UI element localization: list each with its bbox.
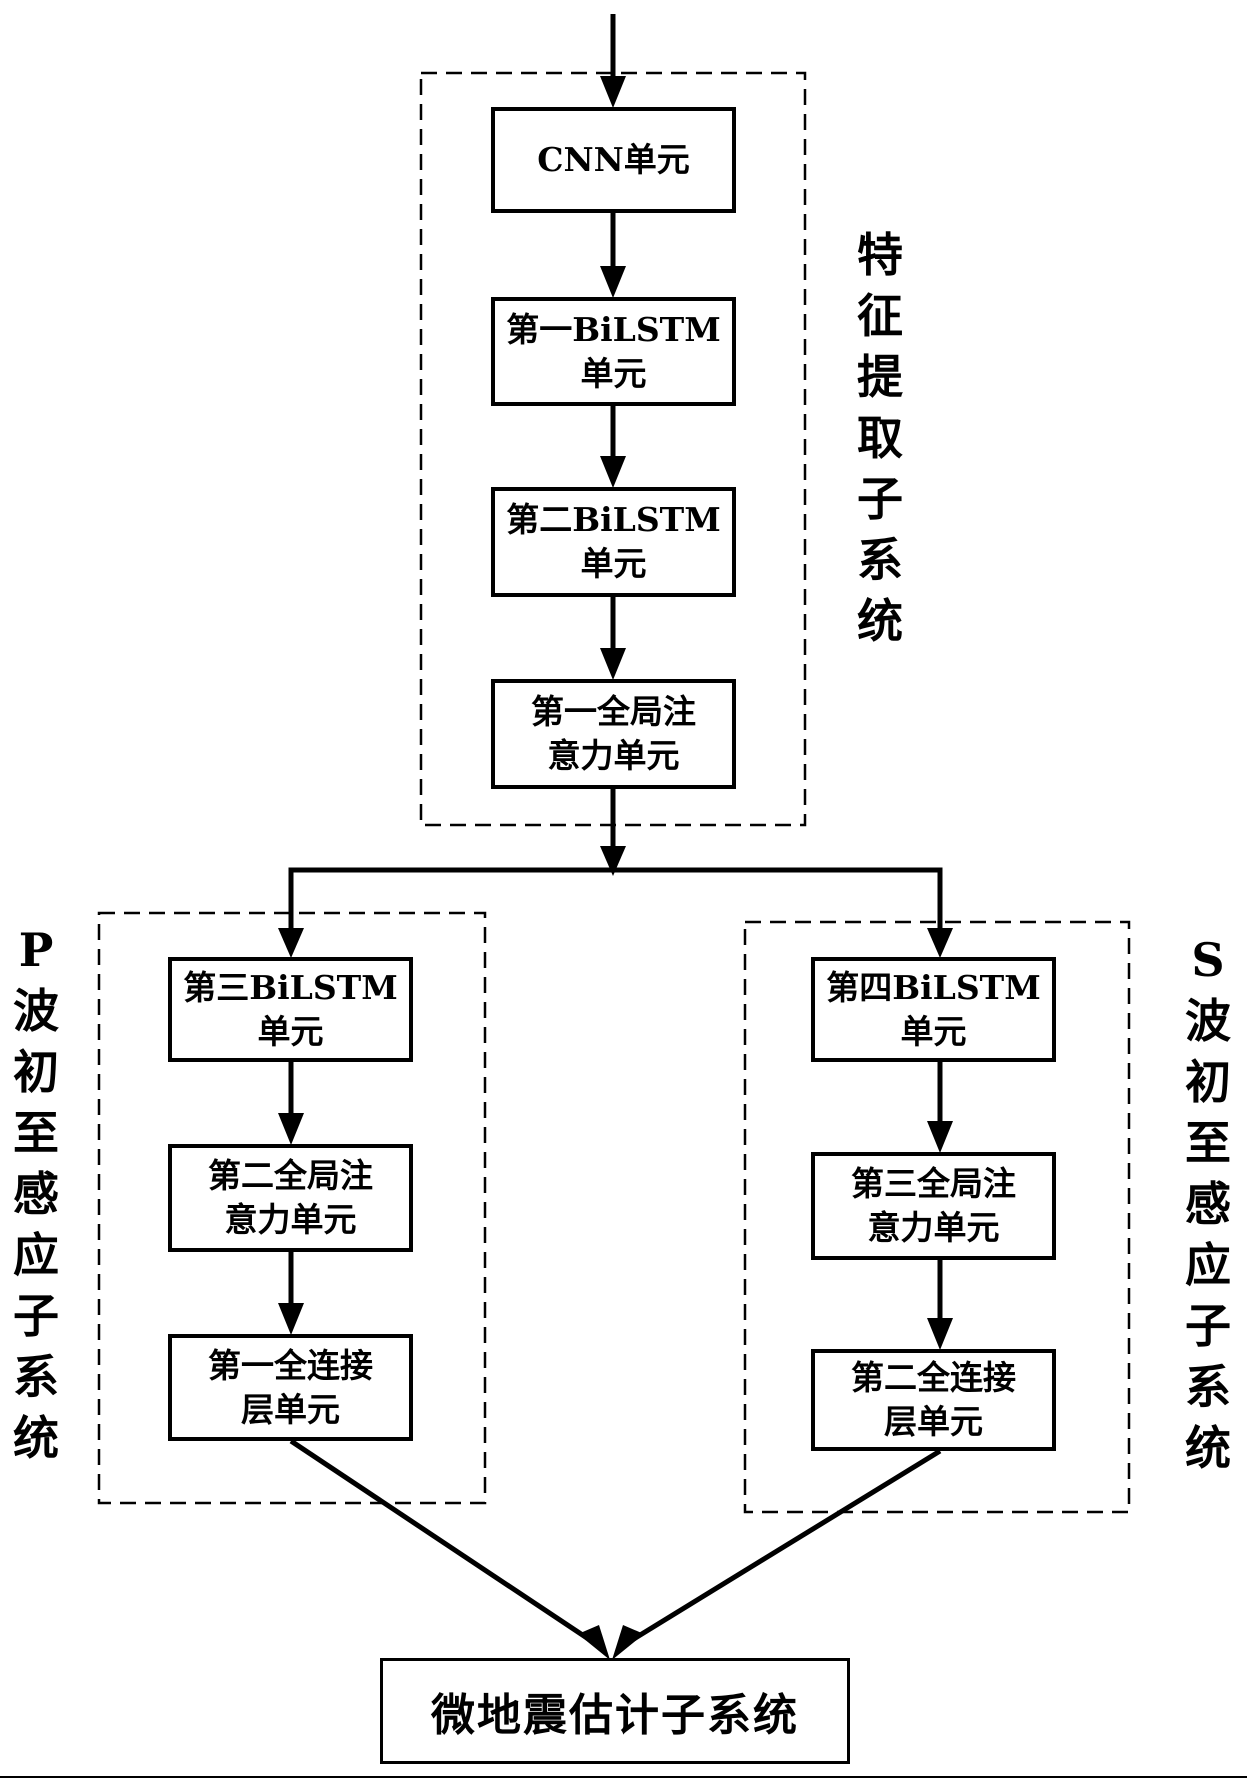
bilstm-unit-1-line-2: 单元 <box>580 353 647 393</box>
arrowhead-attention1 <box>600 648 626 680</box>
bilstm-unit-2-line-1: 第二BiLSTM <box>506 500 721 539</box>
global-attention-unit-2-line-2: 意力单元 <box>224 1200 357 1239</box>
fully-connected-unit-1: 第一全连接 层单元 <box>168 1334 413 1441</box>
bilstm-unit-2-line-2: 单元 <box>580 544 647 583</box>
global-attention-unit-3: 第三全局注 意力单元 <box>811 1152 1056 1260</box>
global-attention-unit-2-line-1: 第二全局注 <box>208 1156 373 1195</box>
fully-connected-unit-2-line-2: 层单元 <box>884 1402 983 1441</box>
s-to-output-line <box>630 1448 942 1643</box>
bilstm-unit-1-line-1: 第一BiLSTM <box>506 309 721 349</box>
bilstm-unit-3: 第三BiLSTM 单元 <box>168 957 413 1062</box>
global-attention-unit-1: 第一全局注 意力单元 <box>491 679 736 789</box>
s-wave-frame <box>743 920 1131 1514</box>
bottom-border <box>0 1776 1247 1778</box>
arrowhead-bilstm1 <box>600 266 626 298</box>
global-attention-unit-3-line-2: 意力单元 <box>867 1208 1000 1247</box>
p-wave-label: P波初至感应子系统 <box>13 923 59 1465</box>
arrowhead-output-right <box>612 1625 644 1660</box>
cnn-unit: CNN单元 <box>491 107 736 213</box>
arrowhead-input <box>600 76 626 108</box>
microseismic-estimation-subsystem: 微地震估计子系统 <box>380 1658 850 1764</box>
s-wave-label: S波初至感应子系统 <box>1185 933 1231 1475</box>
bilstm-unit-2: 第二BiLSTM 单元 <box>491 487 736 597</box>
global-attention-unit-1-line-2: 意力单元 <box>547 736 680 775</box>
bilstm-unit-1: 第一BiLSTM 单元 <box>491 297 736 406</box>
fully-connected-unit-2: 第二全连接 层单元 <box>811 1349 1056 1451</box>
bilstm-unit-3-line-2: 单元 <box>257 1011 324 1051</box>
cnn-unit-line-1: CNN单元 <box>537 140 690 179</box>
bilstm-unit-3-line-1: 第三BiLSTM <box>183 967 398 1007</box>
arrowhead-output-left <box>578 1625 610 1660</box>
bilstm-unit-4-line-2: 单元 <box>900 1011 967 1051</box>
split-line <box>288 867 943 935</box>
arrowhead-p-fc <box>278 1303 304 1335</box>
arrowhead-bilstm2 <box>600 456 626 488</box>
arrowhead-p-bilstm <box>278 928 304 958</box>
fully-connected-unit-1-line-1: 第一全连接 <box>208 1345 373 1385</box>
global-attention-unit-1-line-1: 第一全局注 <box>531 692 696 731</box>
bilstm-unit-4-line-1: 第四BiLSTM <box>826 967 1041 1007</box>
arrowhead-s-bilstm <box>927 928 953 958</box>
feature-extraction-label: 特征提取子系统 <box>857 228 903 648</box>
bilstm-unit-4: 第四BiLSTM 单元 <box>811 957 1056 1062</box>
p-to-output-line <box>289 1438 592 1643</box>
fully-connected-unit-2-line-1: 第二全连接 <box>851 1358 1016 1397</box>
arrowhead-s-fc <box>927 1318 953 1350</box>
arrowhead-split <box>600 846 626 876</box>
global-attention-unit-3-line-1: 第三全局注 <box>851 1164 1016 1203</box>
p-wave-frame <box>97 911 487 1505</box>
fully-connected-unit-1-line-2: 层单元 <box>241 1389 340 1429</box>
global-attention-unit-2: 第二全局注 意力单元 <box>168 1144 413 1252</box>
arrowhead-s-attention <box>927 1121 953 1153</box>
arrowhead-p-attention <box>278 1113 304 1145</box>
